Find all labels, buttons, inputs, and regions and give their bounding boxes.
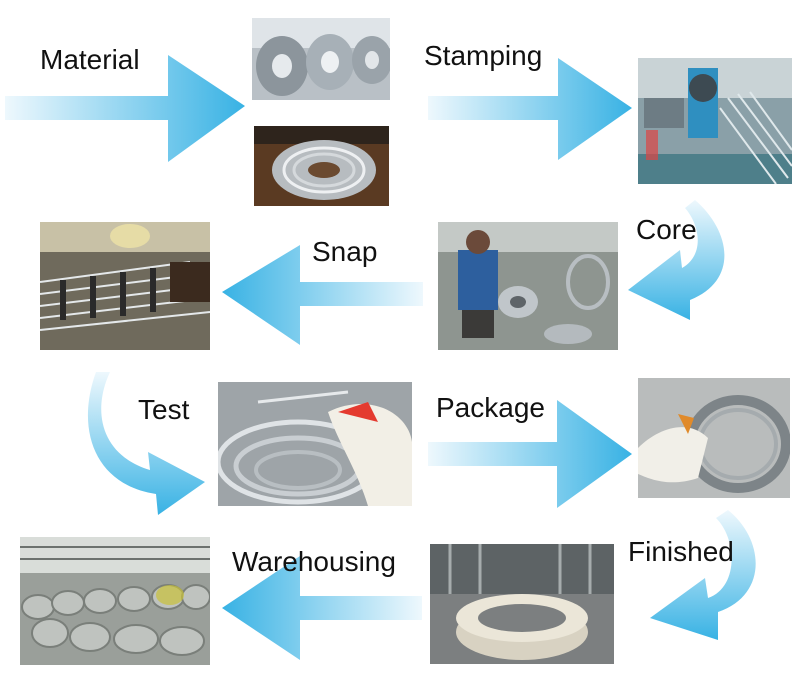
package-coil-photo-icon [638, 378, 790, 498]
step-label-warehousing: Warehousing [232, 546, 396, 577]
step-label-material: Material [40, 44, 140, 75]
arrow-stamping [428, 58, 632, 160]
test-gloved-hand-photo-icon [218, 382, 412, 506]
steel-coil-photo-icon [252, 18, 390, 100]
arrow-warehousing [222, 556, 422, 660]
step-label-package: Package [436, 392, 545, 423]
finished-coil-photo-icon [430, 544, 614, 664]
step-label-stamping: Stamping [424, 40, 543, 71]
arrow-test [87, 372, 205, 515]
step-label-test: Test [138, 394, 190, 425]
step-label-finished: Finished [628, 536, 734, 567]
wire-coil-photo-icon [254, 126, 389, 206]
warehouse-photo-icon [20, 537, 210, 665]
snapped-blades-photo-icon [40, 222, 210, 350]
arrow-package [428, 400, 632, 508]
arrow-core [628, 200, 725, 320]
arrow-finished [650, 510, 756, 640]
arrow-snap [222, 245, 423, 345]
step-label-snap: Snap [312, 236, 378, 267]
core-winding-worker-photo-icon [438, 222, 618, 350]
stamping-machine-photo-icon [638, 58, 792, 184]
step-label-core: Core [636, 214, 697, 245]
arrow-material [5, 55, 245, 162]
